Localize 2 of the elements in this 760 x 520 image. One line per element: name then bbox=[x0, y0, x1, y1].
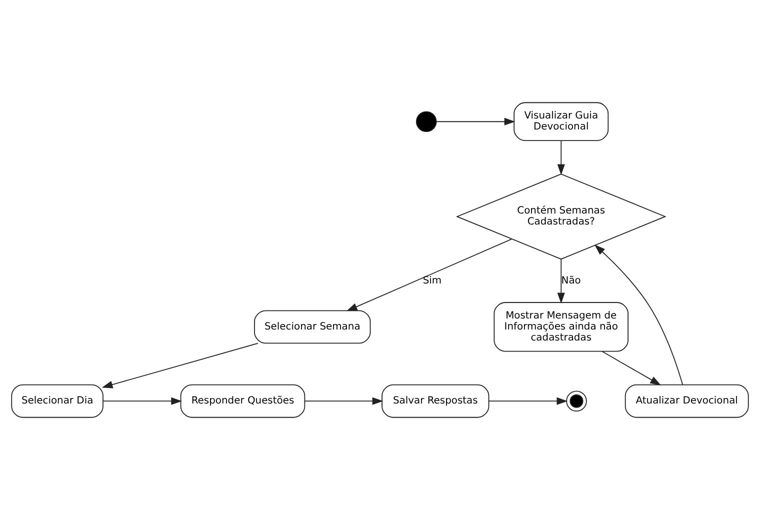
edge-label: Sim bbox=[422, 275, 442, 286]
edge-label: Não bbox=[561, 275, 581, 286]
